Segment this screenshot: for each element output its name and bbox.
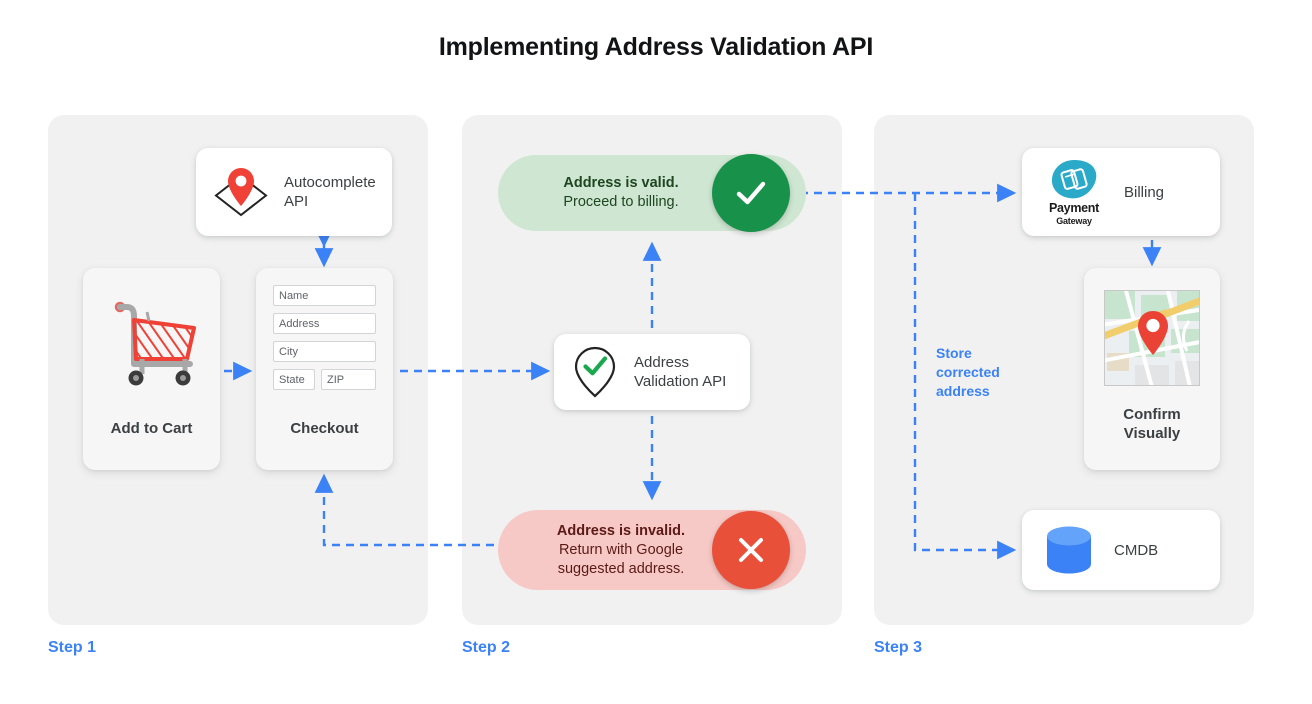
shopping-cart-icon: [114, 301, 196, 386]
address-invalid-detail-1: Return with Google: [558, 541, 684, 558]
step-3-label: Step 3: [874, 639, 923, 656]
payment-gateway-subtext: Gateway: [1056, 216, 1092, 226]
autocomplete-api-label: Autocomplete API: [284, 174, 376, 210]
city-field[interactable]: City: [273, 341, 376, 362]
checkout-label: Checkout: [290, 420, 359, 437]
cmdb-label: CMDB: [1114, 541, 1159, 559]
cmdb-card[interactable]: CMDB: [1022, 510, 1220, 590]
payment-gateway-wordmark: Payment: [1048, 201, 1099, 215]
confirm-visually-card[interactable]: Confirm Visually: [1084, 268, 1220, 470]
payment-gateway-mark: [1051, 160, 1097, 199]
step-2-label: Step 2: [462, 639, 511, 656]
page-title: Implementing Address Validation API: [438, 33, 874, 61]
state-field[interactable]: State: [273, 369, 315, 390]
address-invalid-detail-2: suggested address.: [557, 560, 685, 577]
address-invalid-headline: Address is invalid.: [556, 522, 686, 539]
map-thumbnail-icon: [1104, 290, 1200, 386]
database-icon: [1047, 526, 1091, 574]
checkout-card[interactable]: Name Address City State ZIP Checkout: [256, 268, 393, 470]
state-zip-row: State ZIP: [273, 369, 376, 397]
valid-status-badge: [712, 154, 790, 232]
billing-card[interactable]: Payment Gateway Billing: [1022, 148, 1220, 236]
zip-field[interactable]: ZIP: [321, 369, 376, 390]
address-validation-api-label: Address Validation API: [634, 354, 727, 390]
address-valid-detail: Proceed to billing.: [563, 194, 679, 210]
step-1-label: Step 1: [48, 639, 97, 656]
address-valid-headline: Address is valid.: [563, 175, 679, 191]
address-field[interactable]: Address: [273, 313, 376, 334]
pin-check-icon: [574, 346, 616, 398]
confirm-visually-label: Confirm Visually: [1123, 406, 1181, 442]
checkout-form: Name Address City State ZIP: [273, 285, 376, 397]
check-icon: [736, 181, 766, 205]
autocomplete-api-card[interactable]: Autocomplete API: [196, 148, 392, 236]
store-corrected-address-note: Store corrected address: [936, 345, 1000, 399]
add-to-cart-card[interactable]: Add to Cart: [83, 268, 220, 470]
name-field[interactable]: Name: [273, 285, 376, 306]
address-valid-text: Address is valid. Proceed to billing.: [498, 174, 806, 212]
payment-gateway-logo: Payment Gateway: [1036, 158, 1112, 226]
invalid-status-badge: [712, 511, 790, 589]
close-x-icon: [739, 538, 763, 562]
map-pin-diamond-icon: [214, 168, 268, 217]
address-invalid-text: Address is invalid. Return with Google s…: [498, 522, 806, 579]
add-to-cart-label: Add to Cart: [110, 420, 193, 437]
billing-label: Billing: [1124, 183, 1165, 201]
map-thumbnail-image: [1105, 291, 1199, 385]
address-validation-api-card[interactable]: Address Validation API: [554, 334, 750, 410]
